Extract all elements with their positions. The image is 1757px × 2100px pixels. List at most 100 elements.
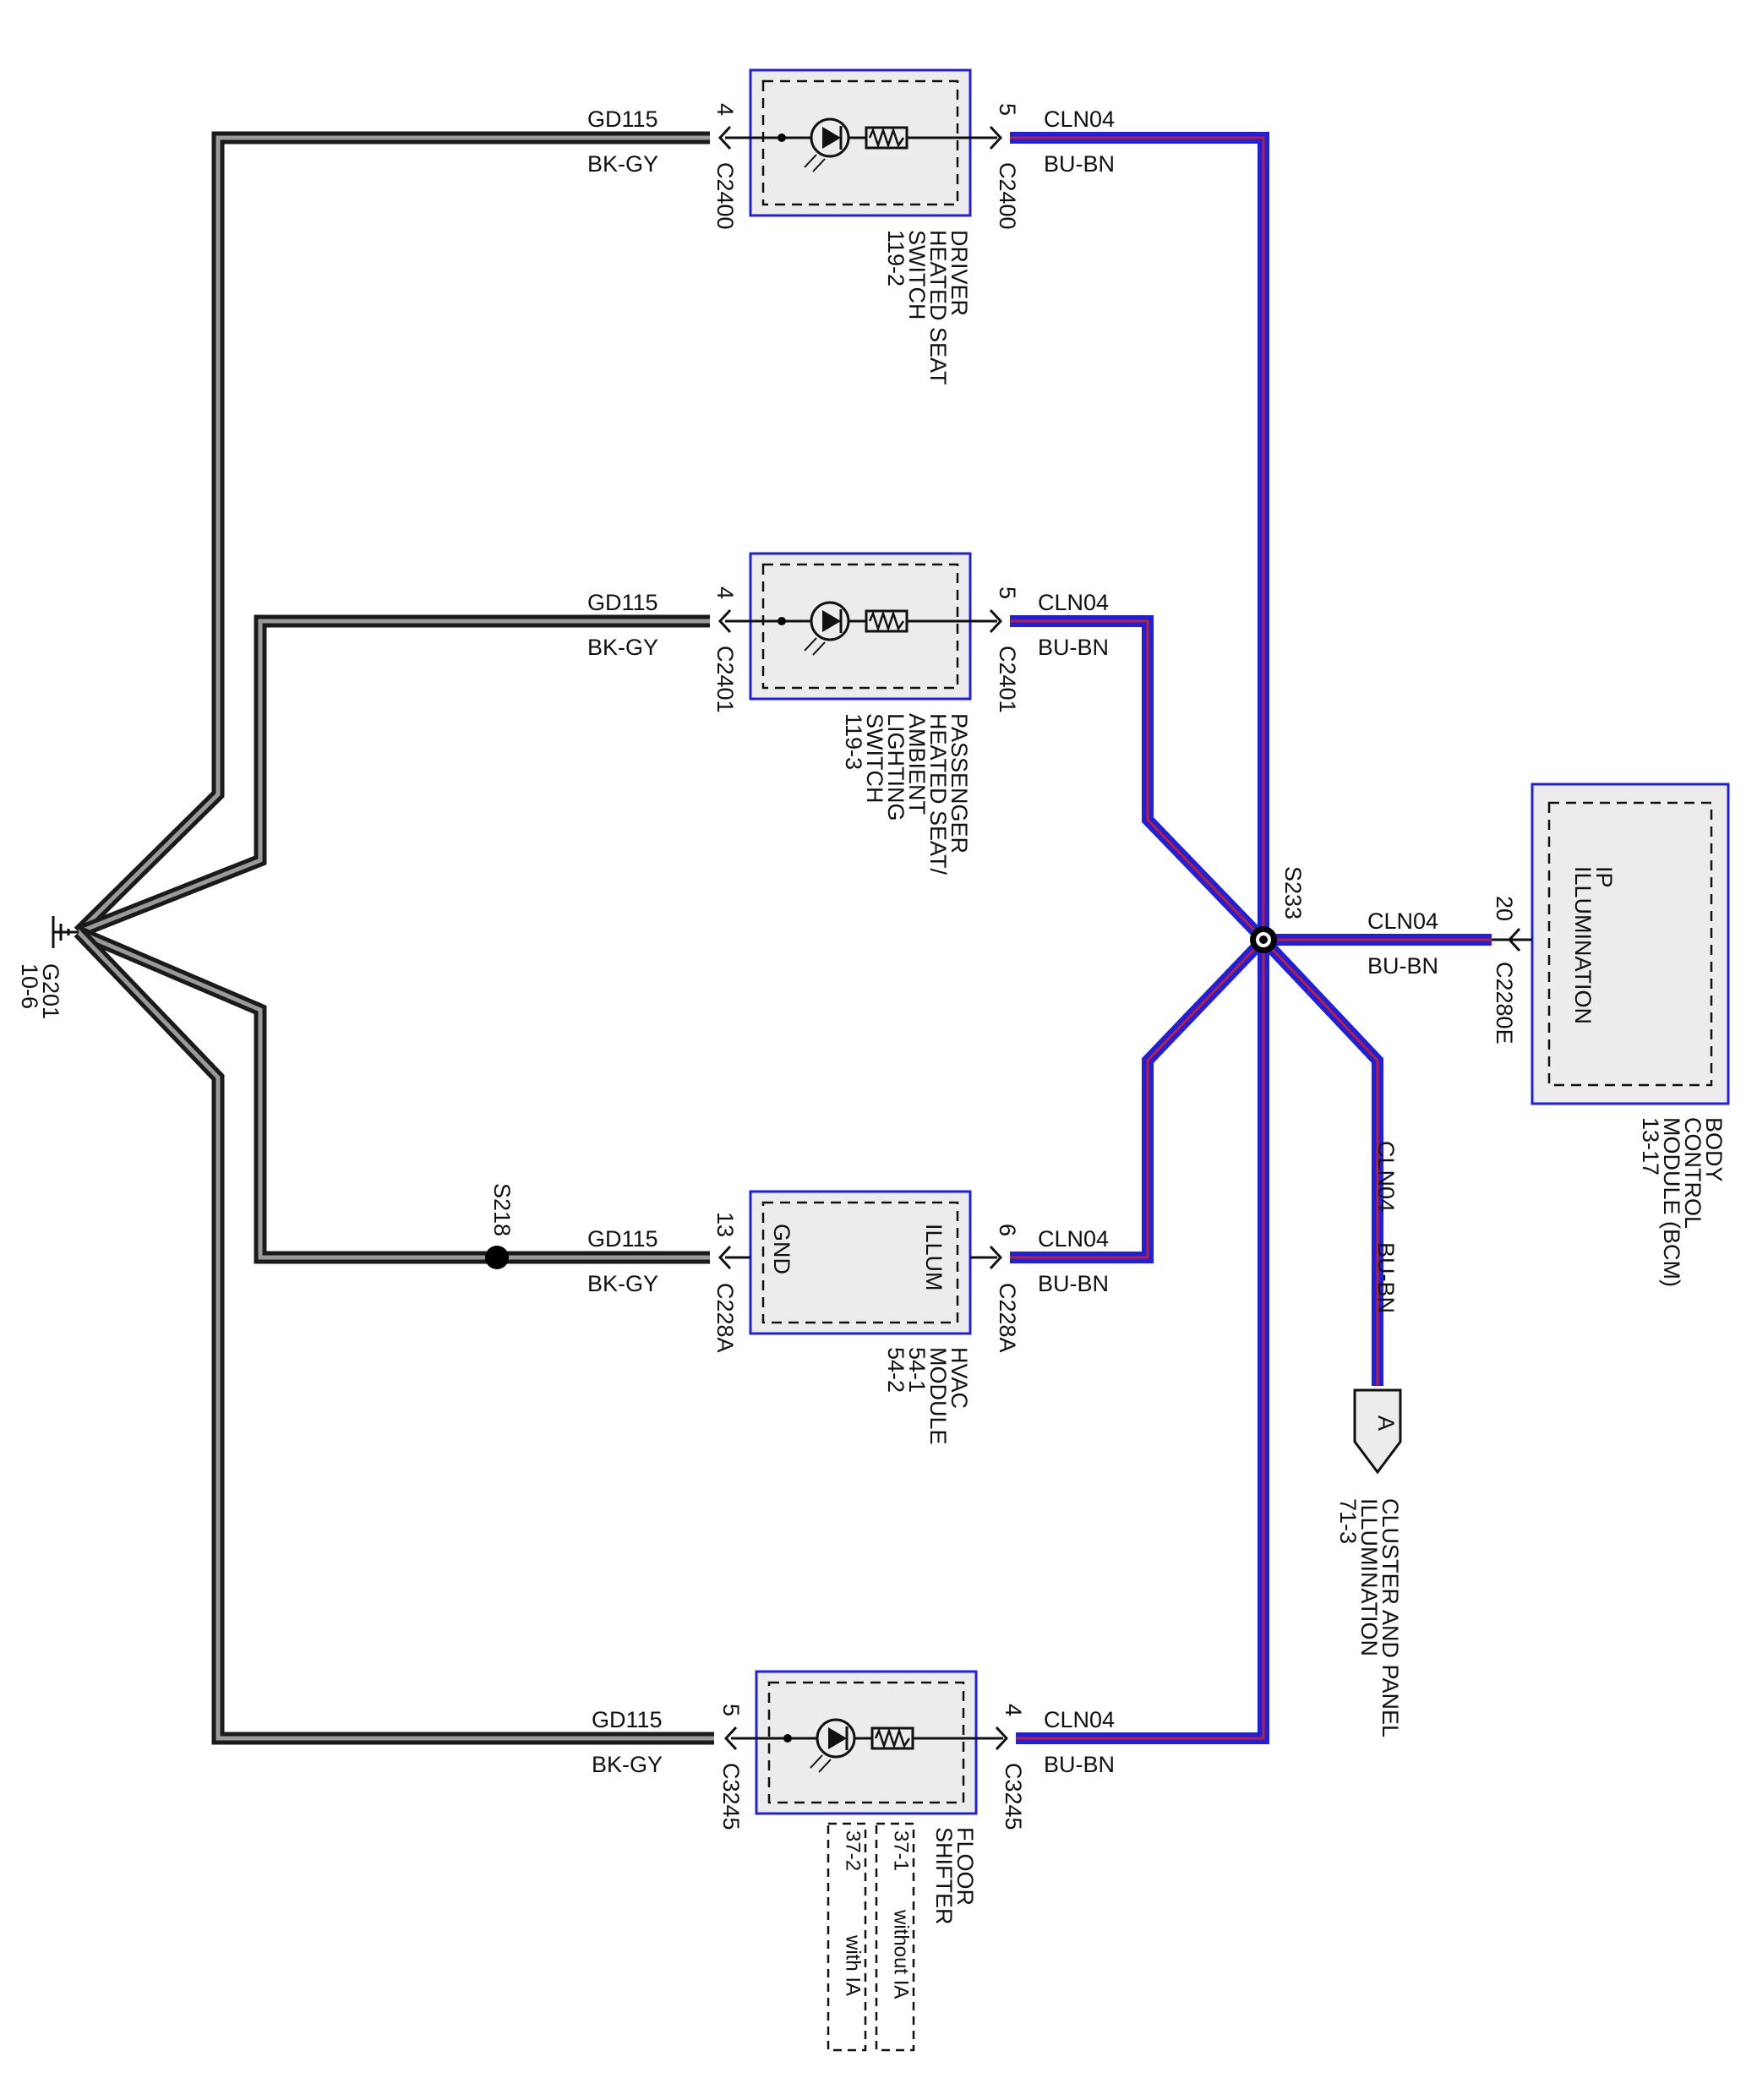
connector-arrow-icon bbox=[718, 608, 732, 634]
passenger-heated-seat-switch[interactable]: 4 C2401 5 C2401 PASSENGER HEATED SEAT/ A… bbox=[712, 552, 1020, 875]
hvac-gnd-label: GND bbox=[769, 1224, 794, 1274]
connector-arrow-icon bbox=[989, 608, 1003, 634]
ground-wire-driver[interactable] bbox=[74, 131, 710, 937]
wire-circuit-label: GD115 bbox=[587, 106, 658, 132]
illum-connector: C2401 bbox=[995, 646, 1020, 713]
splice-s218[interactable]: S218 bbox=[485, 1183, 515, 1269]
illum-connector: C3245 bbox=[1001, 1763, 1026, 1830]
illum-wire-cluster[interactable] bbox=[1258, 935, 1383, 1386]
component-name-line: MODULE bbox=[925, 1347, 951, 1445]
component-box bbox=[755, 1670, 978, 1815]
illum-wire-driver[interactable] bbox=[1010, 132, 1269, 940]
connector-arrow-icon bbox=[718, 125, 732, 150]
illum-connector: C228A bbox=[995, 1283, 1020, 1353]
splice-dot bbox=[485, 1246, 509, 1269]
component-name-line: CONTROL bbox=[1680, 1117, 1705, 1229]
bcm-inner-line: IP bbox=[1591, 866, 1617, 888]
variant-note: with IA bbox=[842, 1934, 865, 1996]
wire-circuit-label: CLN04 bbox=[1044, 106, 1115, 132]
component-ref: 119-2 bbox=[883, 230, 909, 286]
ground-wire-passenger[interactable] bbox=[76, 614, 710, 938]
variant-without-ia[interactable]: 37-1 without IA bbox=[875, 1822, 915, 2052]
ground-wire-hvac[interactable] bbox=[76, 926, 710, 1264]
illum-pin: 5 bbox=[995, 586, 1020, 599]
ground-id: G201 bbox=[38, 963, 63, 1019]
illum-wire-floor-shifter[interactable] bbox=[1016, 940, 1269, 1744]
bcm-pin: 20 bbox=[1492, 896, 1517, 921]
component-box bbox=[749, 68, 972, 217]
splice-s218-label: S218 bbox=[489, 1183, 515, 1236]
wire-circuit-label: GD115 bbox=[587, 1226, 658, 1252]
connector-arrow-icon bbox=[718, 1245, 732, 1270]
component-inner-box bbox=[761, 563, 959, 690]
ground-wires bbox=[74, 131, 714, 1745]
component-ref: 54-1 bbox=[904, 1347, 930, 1393]
illum-pin: 6 bbox=[995, 1224, 1020, 1236]
component-name-line: BODY bbox=[1701, 1117, 1727, 1182]
wire-color-label: BK-GY bbox=[592, 1752, 663, 1777]
resistor-icon bbox=[870, 1726, 914, 1750]
component-name-line: AMBIENT bbox=[904, 713, 930, 815]
wire-color-label: BU-BN bbox=[1373, 1242, 1399, 1313]
gnd-pin: 4 bbox=[712, 586, 738, 599]
ground-ref: 10-6 bbox=[17, 963, 42, 1009]
illum-pin: 4 bbox=[1001, 1704, 1026, 1716]
component-name-line: PASSENGER bbox=[947, 713, 972, 854]
led-icon bbox=[810, 1718, 856, 1773]
wire-color-label: BU-BN bbox=[1038, 635, 1109, 660]
cluster-panel-illumination[interactable]: A CLUSTER AND PANEL ILLUMINATION 71-3 bbox=[1335, 1388, 1403, 1737]
illum-wires bbox=[1010, 132, 1492, 1744]
component-name-line: HEATED SEAT/ bbox=[925, 713, 951, 875]
component-name-line: ILLUMINATION bbox=[1356, 1498, 1382, 1656]
component-name-line: SWITCH bbox=[904, 230, 930, 319]
component-name-line: CLUSTER AND PANEL bbox=[1378, 1498, 1403, 1737]
body-control-module[interactable]: IP ILLUMINATION 20 C2280E BODY CONTROL M… bbox=[1492, 783, 1730, 1287]
gnd-connector: C2401 bbox=[712, 646, 738, 713]
variant-ref: 37-2 bbox=[842, 1830, 865, 1871]
illum-wire-hvac[interactable] bbox=[1010, 935, 1269, 1263]
wire-color-label: BU-BN bbox=[1038, 1271, 1109, 1296]
wire-color-label: BK-GY bbox=[587, 151, 658, 177]
component-name-line: SHIFTER bbox=[931, 1827, 957, 1925]
resistor-icon bbox=[865, 126, 909, 150]
component-name-line: SWITCH bbox=[862, 713, 887, 803]
component-inner-box bbox=[1547, 801, 1713, 1087]
component-ref: 71-3 bbox=[1335, 1498, 1361, 1544]
wire-circuit-label: CLN04 bbox=[1044, 1707, 1115, 1732]
variant-note: without IA bbox=[890, 1909, 913, 1999]
component-inner-box bbox=[767, 1681, 965, 1804]
component-box bbox=[749, 552, 972, 701]
component-box bbox=[1531, 783, 1730, 1105]
resistor-icon bbox=[865, 609, 909, 633]
connector-arrow-icon bbox=[723, 1726, 738, 1751]
wire-circuit-label: CLN04 bbox=[1038, 590, 1109, 615]
connector-arrow-icon bbox=[989, 125, 1003, 150]
variant-ref: 37-1 bbox=[890, 1830, 913, 1871]
component-name-line: LIGHTING bbox=[883, 713, 909, 821]
ground-g201[interactable]: G201 10-6 bbox=[17, 916, 79, 1019]
component-ref: 54-2 bbox=[883, 1347, 909, 1393]
component-name-line: HVAC bbox=[947, 1347, 972, 1409]
illum-wire-passenger[interactable] bbox=[1010, 615, 1269, 944]
wire-circuit-label: CLN04 bbox=[1367, 908, 1438, 934]
splice-s233[interactable]: S233 bbox=[1250, 866, 1306, 953]
variant-with-ia[interactable]: 37-2 with IA bbox=[827, 1822, 867, 2052]
gnd-connector: C3245 bbox=[718, 1763, 744, 1830]
connector-arrow-icon bbox=[1507, 927, 1521, 952]
wire-color-label: BU-BN bbox=[1044, 151, 1115, 177]
ground-wire-floor-shifter[interactable] bbox=[74, 927, 714, 1745]
gnd-pin: 13 bbox=[712, 1212, 738, 1237]
wire-color-label: BK-GY bbox=[587, 635, 658, 660]
component-ref: 119-3 bbox=[841, 713, 866, 770]
component-name-line: FLOOR bbox=[952, 1827, 978, 1906]
hvac-module[interactable]: GND ILLUM 13 C228A 6 C228A HVAC MODULE 5… bbox=[712, 1190, 1020, 1445]
component-inner-box bbox=[761, 79, 959, 206]
wire-circuit-label: GD115 bbox=[592, 1707, 663, 1732]
component-ref: 13-17 bbox=[1638, 1117, 1663, 1175]
gnd-pin: 4 bbox=[712, 103, 738, 116]
floor-shifter[interactable]: 5 C3245 4 C3245 FLOOR SHIFTER 37-1 witho… bbox=[718, 1670, 1026, 2052]
driver-heated-seat-switch[interactable]: 4 C2400 5 C2400 DRIVER HEATED SEAT SWITC… bbox=[712, 68, 1020, 385]
gnd-connector: C2400 bbox=[712, 162, 738, 230]
wire-color-label: BK-GY bbox=[587, 1271, 658, 1296]
